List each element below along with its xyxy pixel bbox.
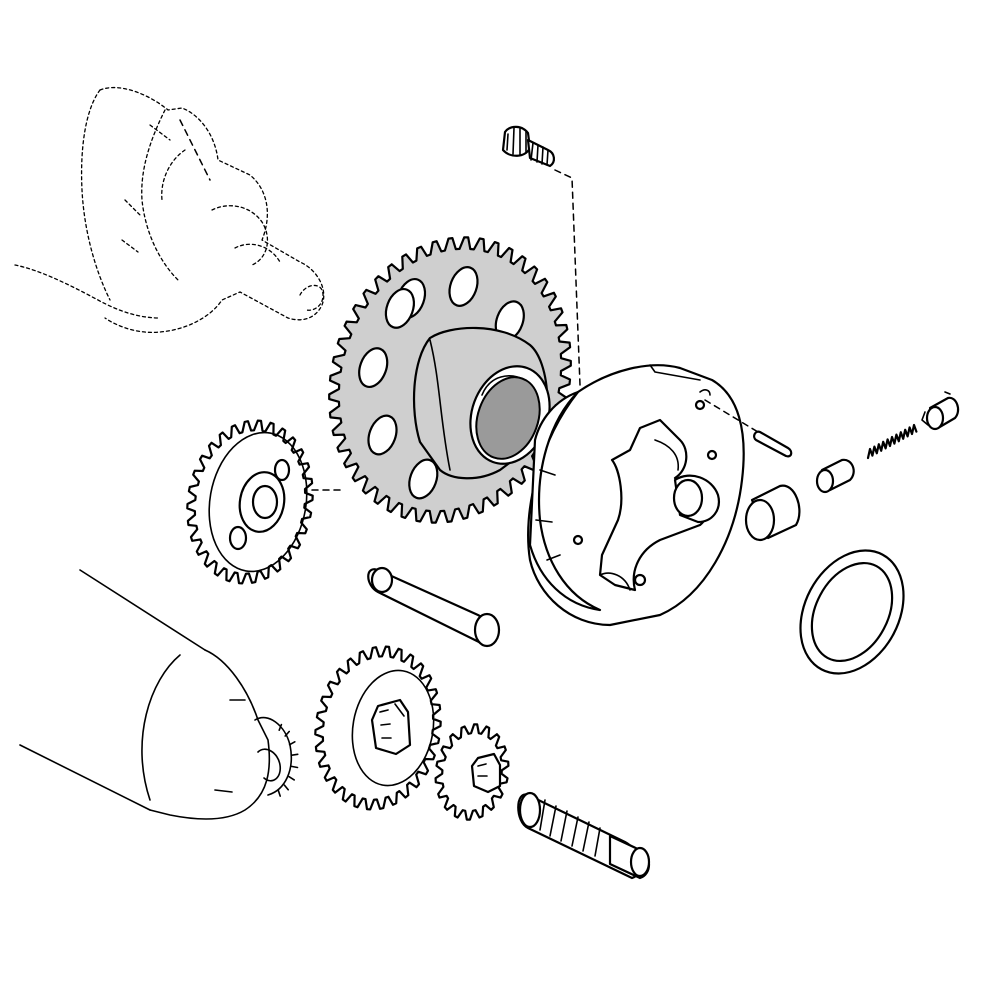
gear-hole-5 [358,347,389,389]
washer [799,549,905,675]
reduction-gear-shaft [517,791,651,880]
plunger [815,458,855,494]
reduction-gear-large [314,645,442,811]
starter-clutch-bolt [501,125,581,386]
idle-gear-shaft [367,566,501,648]
starter-driven-gear [328,236,572,524]
spring-cap [921,391,960,431]
idle-gear [186,419,346,585]
gear-hole-6 [384,287,416,329]
gear-hole-2 [448,266,479,307]
reduction-gear-small [434,723,510,821]
clutch-roller [744,484,801,542]
one-way-clutch-housing [527,364,745,627]
starter-motor [19,569,299,820]
clutch-spring [866,423,918,460]
gear-hole-7 [408,458,439,500]
clutch-roller-pin [704,399,793,458]
crankshaft [14,86,325,334]
gear-hole-4 [367,414,398,456]
